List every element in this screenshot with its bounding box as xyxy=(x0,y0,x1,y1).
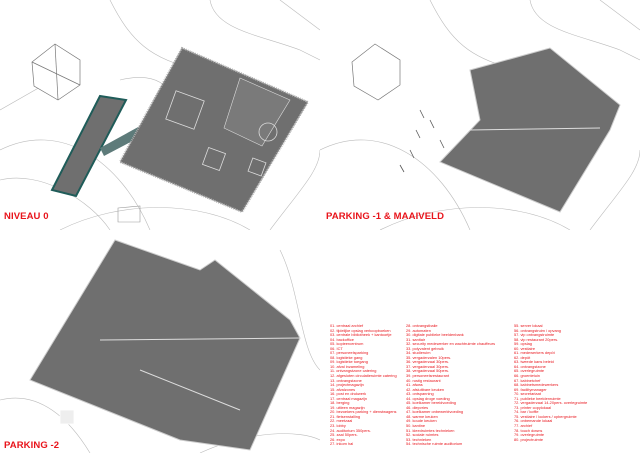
legend-item: 19. uitleen magazijn xyxy=(330,404,365,410)
legend-item: 28. ontvangstbalie xyxy=(406,323,438,328)
legend-item: 77. archief xyxy=(514,423,533,429)
legend-item: 27. inkom hal xyxy=(330,441,354,447)
legend-item: 58. vip restaurant 20pers. xyxy=(514,336,559,342)
legend-item: 79. overlegruimte xyxy=(514,432,545,438)
panel-title-niveau-0: NIVEAU 0 xyxy=(4,211,49,222)
legend-item: 02. tijdelijke opslag verkoopboeken xyxy=(330,327,391,333)
legend-item: 75. vestiaire / lockers / opbergruimte xyxy=(514,413,577,419)
legend-item: 39. personeelsrestaurant xyxy=(406,373,450,379)
legend-item: 53. technieken xyxy=(406,436,432,442)
legend-item: 26. expo xyxy=(330,436,345,442)
legend-item: 20. bezoekers parking + dienstwagens xyxy=(330,409,397,415)
legend-item: 56. ontvangstruim / opvang xyxy=(514,327,561,333)
legend-item: 03. centrale bibliotheek + kantoortje xyxy=(330,332,392,338)
legend-item: 35. vergaderzalen 10pers. xyxy=(406,354,452,360)
legend-item: 76. onbemande lokaal xyxy=(514,418,553,424)
plan-parking-2 xyxy=(0,239,320,453)
legend-item: 70. secretariaat xyxy=(514,391,541,397)
legend-item: 40. rustig restaurant xyxy=(406,377,441,383)
legend-item: 01. centraal archief xyxy=(330,323,364,328)
legend-item: 51. kleedruimtes technieken xyxy=(406,427,455,433)
legend-item: 21. fietsenstalling xyxy=(330,413,361,419)
legend-item: 30. digitale publieke beeldenbank xyxy=(406,332,464,338)
office-wing xyxy=(50,94,142,198)
panel-title-parking-2: PARKING -2 xyxy=(4,440,60,451)
legend-item: 09. logistieke toegang xyxy=(330,359,368,365)
legend-item: 80. projectruimte xyxy=(514,436,543,442)
legend-item: 49. koude keuken xyxy=(406,418,437,424)
legend-item: 08. logistieke gang xyxy=(330,354,363,360)
legend-item: 05. kopieercentrum xyxy=(330,341,364,347)
legend-item: 54. technische ruimte auditorium xyxy=(406,441,463,447)
legend-item: 16. post en drukwerk xyxy=(330,391,367,397)
legend-item: 24. auditorium 350pers. xyxy=(330,427,371,433)
legend-item: 73. printer copylokaal xyxy=(514,404,551,410)
legend-item: 29. automaten xyxy=(406,327,431,333)
panel-title-parking-1: PARKING -1 & MAAIVELD xyxy=(326,211,445,222)
neighbour-building xyxy=(31,43,81,101)
legend-item: 78. touch downs xyxy=(514,427,543,433)
legend-item: 32. security medewerker en wachtruimte c… xyxy=(406,341,496,347)
legend-item: 47. koelkamer onbewerktvoeding xyxy=(406,409,464,415)
legend-item: 11. ontvangstzone catering xyxy=(330,368,377,374)
legend-item: 67. kabinetchef xyxy=(514,377,541,383)
legend-item: 65. overlegruimte xyxy=(514,368,545,374)
legend-item: 04. backoffice xyxy=(330,336,354,342)
legend-item: 74. bar / koffie xyxy=(514,409,539,415)
legend-item: 07. personeelsparking xyxy=(330,350,369,356)
legend-item: 17. centraal magazijn xyxy=(330,395,367,401)
legend-item: 63. tweede kans beleid xyxy=(514,359,554,365)
legend-item: 23. lobby xyxy=(330,423,346,429)
legend-item: 15. afvalzones xyxy=(330,386,356,392)
legend-item: 36. vergaderzaal 30pers. xyxy=(406,359,450,365)
legend-item: 31. sanitair xyxy=(406,336,426,342)
legend-item: 55. server lokaal xyxy=(514,323,543,328)
legend-item: 62. depôt xyxy=(514,354,531,360)
legend-item: 18. berging xyxy=(330,400,350,406)
legend-item: 72. vergaderzaal 14-20pers. overlegruimt… xyxy=(514,400,588,406)
legend-item: 46. diepvries xyxy=(406,404,429,410)
plan-niveau-0 xyxy=(0,0,320,230)
legend-item: 48. warme keuken xyxy=(406,413,438,419)
legend-item: 66. groentetuin xyxy=(514,373,540,379)
legend-item: 61. medewerkers depôt xyxy=(514,350,555,356)
legend-item: 12. afgesloten circulatieruimte catering xyxy=(330,373,397,379)
legend-item: 06. ICT xyxy=(330,345,343,351)
legend-item: 33. polyvalent gebruik xyxy=(406,345,444,351)
main-building xyxy=(118,46,310,214)
legend-item: 43. ontspanning xyxy=(406,391,434,397)
legend-item: 14. projectmagazijn xyxy=(330,382,364,388)
legend-item: 59. opslag xyxy=(514,341,532,347)
legend-item: 22. meetzaal xyxy=(330,418,353,424)
legend-item: 57. vip ontvangstruimte xyxy=(514,332,555,338)
legend-item: 50. kantine xyxy=(406,423,426,429)
legend-item: 41. afwas xyxy=(406,382,423,388)
legend-item: 38. vergaderzaal 50pers. xyxy=(406,368,450,374)
legend-item: 34. studieruim xyxy=(406,350,431,356)
legend-item: 37. vergaderzaal 30pers. xyxy=(406,363,450,369)
legend-item: 71. publieke beeldenruimte xyxy=(514,395,561,401)
legend-item: 10. afval inzameling xyxy=(330,363,365,369)
legend-item: 44. opslag droge voeding xyxy=(406,395,450,401)
legend-item: 68. kabinetsmedewerkers xyxy=(514,382,559,388)
legend-item: 52. sociale ruimtes xyxy=(406,432,439,438)
legend-item: 60. vestiaire xyxy=(514,345,535,351)
legend-item: 64. ontvangstzone xyxy=(514,363,546,369)
legend-item: 13. ontvangstzone xyxy=(330,377,362,383)
plan-parking-1 xyxy=(320,0,640,230)
legend-item: 69. facilitymanager xyxy=(514,386,547,392)
legend-item: 45. koelkamer bereidvoeding xyxy=(406,400,456,406)
legend-item: 42. afsluitbare keuken xyxy=(406,386,445,392)
legend-item: 25. zaal 50pers. xyxy=(330,432,358,438)
